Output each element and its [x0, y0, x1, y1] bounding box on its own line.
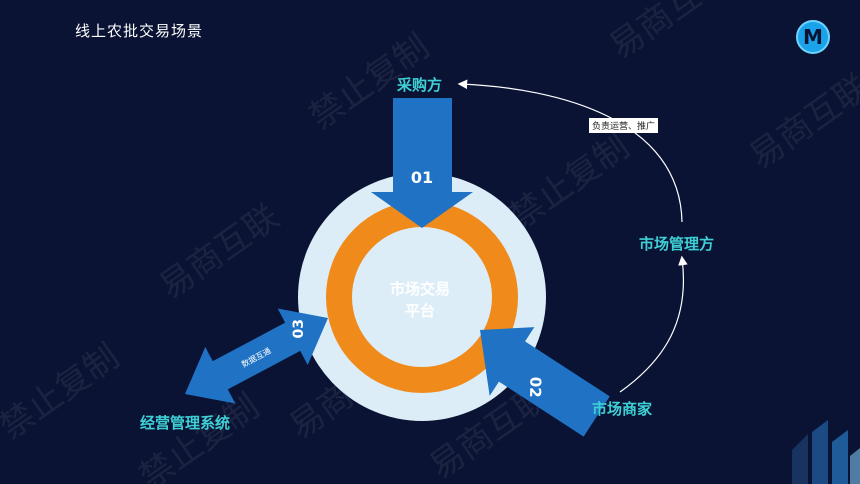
buyer-label: 采购方 — [397, 76, 443, 94]
watermark-text: 禁止复制 — [132, 387, 266, 484]
merchant-label: 市场商家 — [592, 400, 653, 418]
watermark-text: 禁止复制 — [0, 337, 127, 448]
brand-logo-icon: M — [796, 20, 830, 54]
arrow-02-label: 02 — [526, 377, 544, 398]
watermark-text: 禁止复制 — [502, 127, 636, 238]
arrow-01-label: 01 — [411, 168, 433, 187]
connector-manager-to-buyer — [457, 79, 683, 223]
arrow-01 — [371, 98, 473, 228]
system-label: 经营管理系统 — [140, 414, 231, 432]
watermark-text: 易商互联 — [602, 0, 736, 67]
connector-merchant-to-manager — [619, 255, 688, 393]
platform-center-text: 市场交易 平台 — [370, 278, 470, 322]
watermark-text: 易商互联 — [742, 67, 860, 178]
arrow-03: 03 数据互通 — [184, 308, 328, 404]
arrow-02: 02 — [480, 327, 610, 437]
platform-line-1: 市场交易 — [389, 280, 450, 298]
arrow-03-label: 03 — [291, 319, 307, 338]
operations-note: 负责运营、推广 — [589, 118, 659, 133]
corner-decoration-icon — [792, 420, 860, 484]
platform-line-2: 平台 — [404, 302, 435, 320]
arrow-03-shape — [184, 308, 328, 404]
arrow-02-shape — [480, 327, 610, 437]
page-title: 线上农批交易场景 — [75, 22, 204, 40]
manager-label: 市场管理方 — [639, 235, 715, 253]
watermark-text: 易商互联 — [152, 197, 286, 308]
